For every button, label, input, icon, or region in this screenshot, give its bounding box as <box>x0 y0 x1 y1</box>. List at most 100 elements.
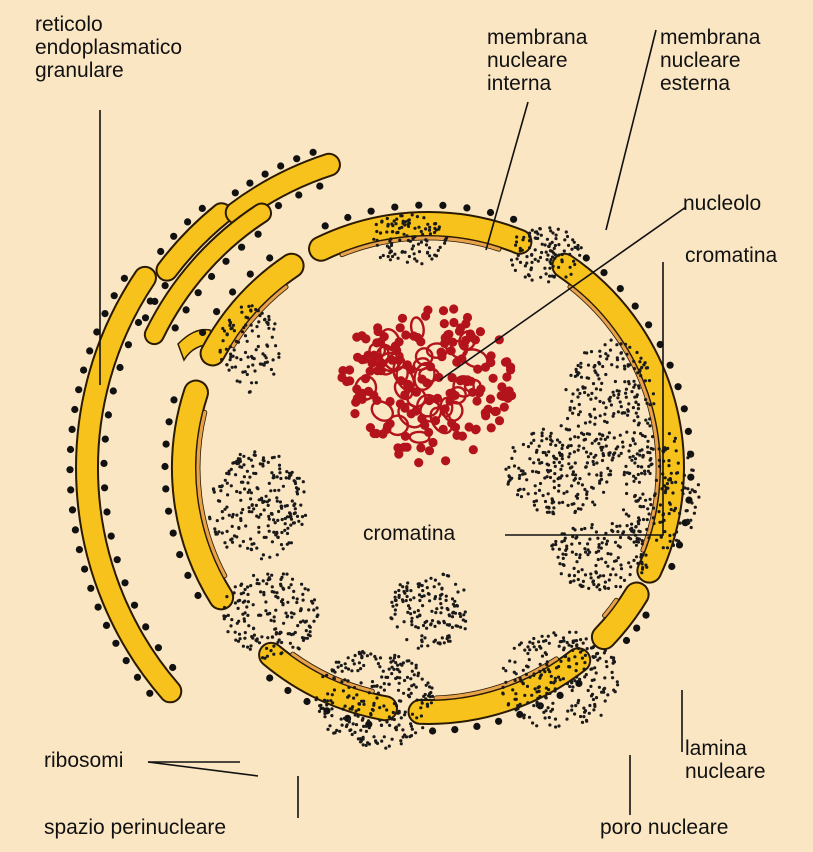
chromatin-dot <box>617 454 620 457</box>
chromatin-dot <box>401 222 404 225</box>
chromatin-dot <box>244 324 247 327</box>
chromatin-dot <box>420 644 423 647</box>
ribosome <box>344 214 351 221</box>
chromatin-dot <box>570 273 573 276</box>
chromatin-dot <box>238 380 241 383</box>
chromatin-dot <box>258 314 261 317</box>
chromatin-dot <box>516 493 519 496</box>
chromatin-dot <box>247 491 250 494</box>
chromatin-dot <box>319 704 322 707</box>
chromatin-dot <box>565 718 568 721</box>
ribosome <box>668 563 675 570</box>
ribosome <box>195 289 202 296</box>
chromatin-dot <box>550 432 553 435</box>
chromatin-dot <box>515 235 518 238</box>
nucleolus-granule <box>440 319 449 328</box>
chromatin-dot <box>326 728 329 731</box>
chromatin-dot <box>247 365 250 368</box>
chromatin-dot <box>616 358 619 361</box>
chromatin-dot <box>388 715 391 718</box>
chromatin-dot <box>332 732 335 735</box>
chromatin-dot <box>286 532 289 535</box>
chromatin-dot <box>278 467 281 470</box>
chromatin-dot <box>289 642 292 645</box>
chromatin-dot <box>614 573 617 576</box>
chromatin-dot <box>428 226 431 229</box>
nucleolus-granule <box>361 334 370 343</box>
chromatin-dot <box>576 395 579 398</box>
chromatin-dot <box>599 574 602 577</box>
chromatin-dot <box>555 234 558 237</box>
chromatin-dot <box>396 231 399 234</box>
chromatin-dot <box>262 456 265 459</box>
chromatin-dot <box>464 620 467 623</box>
chromatin-dot <box>300 523 303 526</box>
chromatin-dot <box>530 261 533 264</box>
chromatin-dot <box>670 508 673 511</box>
chromatin-dot <box>589 452 592 455</box>
chromatin-dot <box>639 530 642 533</box>
chromatin-dot <box>348 720 351 723</box>
chromatin-dot <box>249 497 252 500</box>
chromatin-dot <box>557 484 560 487</box>
chromatin-dot <box>359 667 362 670</box>
chromatin-dot <box>599 355 602 358</box>
chromatin-dot <box>265 582 268 585</box>
chromatin-dot <box>446 635 449 638</box>
chromatin-dot <box>551 702 554 705</box>
chromatin-dot <box>634 494 637 497</box>
ribosome <box>75 386 82 393</box>
chromatin-dot <box>561 253 564 256</box>
chromatin-dot <box>559 476 562 479</box>
chromatin-dot <box>246 614 249 617</box>
chromatin-dot <box>421 726 424 729</box>
chromatin-dot <box>687 521 690 524</box>
chromatin-dot <box>559 660 562 663</box>
chromatin-dot <box>413 227 416 230</box>
ribosome <box>222 258 229 265</box>
chromatin-dot <box>265 647 268 650</box>
chromatin-dot <box>383 689 386 692</box>
chromatin-dot <box>249 537 252 540</box>
chromatin-dot <box>312 608 315 611</box>
chromatin-dot <box>397 655 400 658</box>
nucleolus-granule <box>497 391 506 400</box>
chromatin-dot <box>589 415 592 418</box>
chromatin-dot <box>284 612 287 615</box>
chromatin-dot <box>276 519 279 522</box>
chromatin-dot <box>623 579 626 582</box>
chromatin-dot <box>394 599 397 602</box>
nucleolus-granule <box>350 409 359 418</box>
chromatin-dot <box>415 686 418 689</box>
chromatin-dot <box>504 468 507 471</box>
chromatin-dot <box>634 457 637 460</box>
chromatin-dot <box>538 685 541 688</box>
chromatin-dot <box>575 368 578 371</box>
chromatin-dot <box>588 538 591 541</box>
chromatin-dot <box>677 540 680 543</box>
chromatin-dot <box>235 356 238 359</box>
ribosome <box>166 418 173 425</box>
chromatin-dot <box>578 444 581 447</box>
chromatin-dot <box>619 342 622 345</box>
chromatin-dot <box>531 642 534 645</box>
chromatin-dot <box>251 637 254 640</box>
chromatin-dot <box>421 584 424 587</box>
chromatin-dot <box>538 227 541 230</box>
chromatin-dot <box>359 740 362 743</box>
ribosome <box>247 271 254 278</box>
chromatin-dot <box>235 460 238 463</box>
chromatin-dot <box>406 676 409 679</box>
chromatin-dot <box>409 589 412 592</box>
chromatin-dot <box>269 649 272 652</box>
chromatin-dot <box>587 587 590 590</box>
chromatin-dot <box>290 616 293 619</box>
chromatin-dot <box>357 702 360 705</box>
chromatin-dot <box>451 611 454 614</box>
chromatin-dot <box>578 392 581 395</box>
chromatin-dot <box>592 463 595 466</box>
chromatin-dot <box>407 688 410 691</box>
chromatin-dot <box>596 659 599 662</box>
chromatin-dot <box>530 254 533 257</box>
